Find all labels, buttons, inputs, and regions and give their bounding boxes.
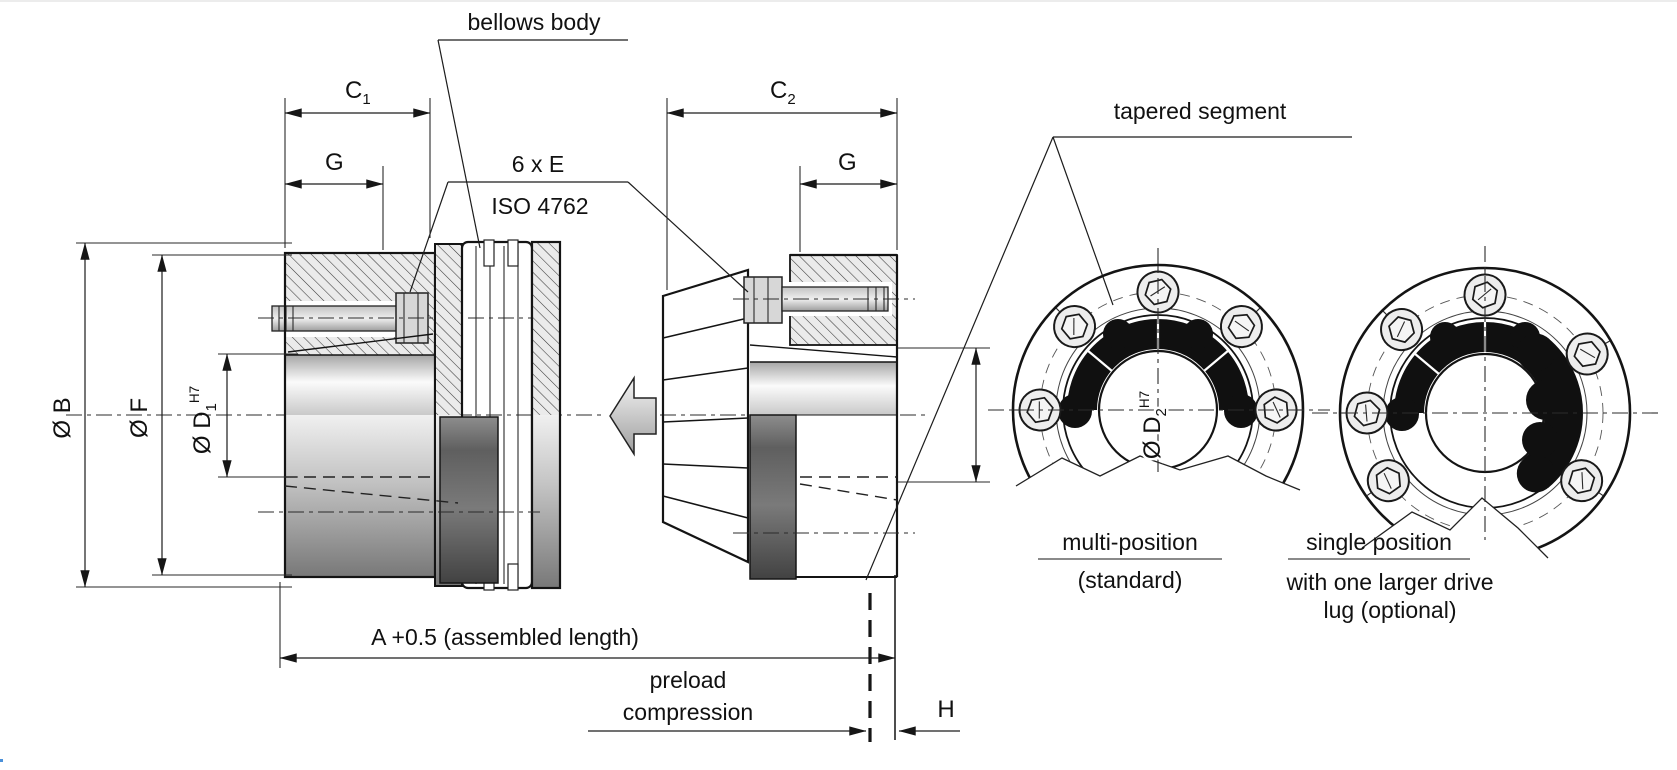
label-screw-count: 6 x E — [512, 151, 564, 177]
dim-c1-label: C1 — [345, 77, 371, 108]
label-preload: preload — [650, 667, 727, 693]
dimension-dia-f: Ø F — [126, 254, 292, 576]
caption-view1-title: multi-position — [1062, 529, 1198, 555]
callout-bellows-body: bellows body — [437, 9, 628, 249]
dimension-g-right: G — [799, 149, 898, 252]
caption-multi-position: multi-position (standard) — [1038, 529, 1222, 593]
dim-dia-d2-label: Ø D2H7 — [1137, 391, 1170, 459]
label-screw-standard: ISO 4762 — [491, 193, 588, 219]
hex-socket-screw — [1219, 305, 1263, 349]
callout-screw-spec: 6 x E ISO 4762 — [409, 151, 749, 293]
view1-break-line — [1015, 455, 1301, 491]
dimension-preload-compression: preload compression — [588, 667, 867, 736]
tapered-cone-stack — [661, 268, 750, 564]
hex-socket-screw — [1366, 459, 1410, 503]
dim-dia-d1-label: Ø D1H7 — [187, 386, 220, 454]
label-bellows-body: bellows body — [468, 9, 601, 35]
bellows-slot — [507, 563, 519, 591]
caption-view2-sub1: with one larger drive — [1285, 569, 1493, 595]
dimension-dia-b: Ø B — [49, 242, 292, 588]
right-cone-sleeve — [749, 414, 797, 580]
label-compression: compression — [623, 699, 753, 725]
stray-pixel-dot — [0, 759, 3, 762]
view2-screws — [1341, 269, 1610, 503]
right-screw-head — [743, 276, 783, 324]
left-hidden-taper-line — [284, 485, 459, 504]
left-hub-outer-cylinder — [285, 415, 435, 577]
left-hub-section-view — [258, 239, 562, 591]
right-hidden-taper-line — [799, 483, 898, 501]
view2-break-cutout — [1362, 498, 1548, 582]
dim-g-right-label: G — [838, 149, 857, 176]
window-top-edge — [0, 0, 1677, 2]
left-bore-section — [285, 355, 435, 415]
right-hub-section-view — [661, 253, 915, 580]
dimension-assembled-length: A +0.5 (assembled length) — [279, 575, 896, 742]
caption-view2-title: single position — [1306, 529, 1452, 555]
dim-c2-label: C2 — [770, 77, 796, 108]
bellows-slot — [483, 239, 495, 267]
dimension-g-left: G — [284, 149, 384, 250]
dimension-h: H — [898, 696, 960, 736]
hex-socket-screw — [1463, 269, 1507, 317]
dim-h-label: H — [937, 696, 954, 723]
caption-single-position: single position with one larger drive lu… — [1285, 529, 1493, 623]
hex-socket-screw — [1053, 305, 1097, 349]
hex-socket-screw — [1380, 308, 1424, 352]
view2-break-line — [1361, 497, 1549, 559]
view1-break-cutout — [1016, 456, 1300, 562]
left-taper-line — [287, 333, 434, 353]
hex-socket-screw — [1254, 388, 1302, 432]
dim-dia-f-label: Ø F — [126, 398, 153, 438]
left-cone-sleeve — [439, 416, 499, 584]
right-bore-section — [750, 362, 897, 415]
caption-view1-sub: (standard) — [1078, 567, 1183, 593]
right-hub-outer-cylinder — [795, 414, 898, 578]
dimension-right-bore — [898, 347, 990, 483]
dimension-c2: C2 — [666, 77, 898, 290]
right-taper-line — [749, 344, 898, 358]
caption-view2-sub2: lug (optional) — [1324, 597, 1457, 623]
label-tapered-segment: tapered segment — [1114, 98, 1287, 124]
view1-screws — [1014, 266, 1302, 432]
hex-socket-screw — [1565, 332, 1610, 376]
front-view-multi-position: Ø D2H7 — [988, 248, 1330, 562]
dim-g-left-label: G — [325, 149, 344, 176]
bellows-slot — [507, 239, 519, 267]
dimension-c1: C1 — [284, 77, 431, 248]
dim-dia-b-label: Ø B — [49, 397, 76, 438]
dimension-dia-d1: Ø D1H7 — [187, 353, 298, 478]
hex-socket-screw — [1560, 459, 1604, 503]
assembly-direction-arrow — [609, 375, 657, 457]
label-assembled-length: A +0.5 (assembled length) — [371, 624, 639, 650]
front-view-single-position — [1312, 246, 1658, 582]
callout-tapered-segment: tapered segment — [865, 98, 1352, 581]
